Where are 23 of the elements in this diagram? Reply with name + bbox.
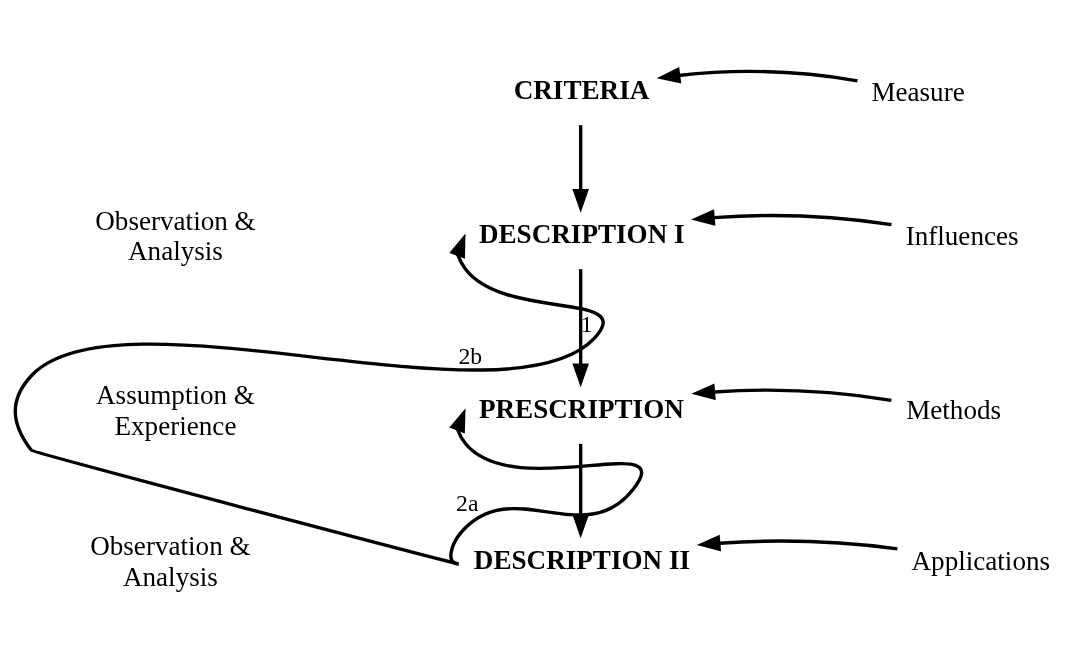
arrow	[449, 407, 643, 566]
arrow	[656, 66, 858, 83]
arrow	[13, 233, 603, 566]
node-text: DESCRIPTION I	[478, 218, 685, 249]
edge-label: 1	[580, 310, 593, 337]
arrow	[696, 534, 898, 551]
edge-label: 2b	[458, 342, 483, 369]
node-text: Measure	[871, 76, 965, 107]
node-text: Applications	[911, 545, 1051, 576]
arrow	[691, 208, 892, 226]
node-text: Influences	[905, 220, 1019, 251]
label: Observation & Analysis	[95, 205, 256, 266]
label: Assumption & Experience	[96, 379, 255, 441]
node-text: DESCRIPTION II	[473, 544, 691, 575]
edge-label: 2a	[456, 489, 479, 516]
arrow	[691, 383, 892, 402]
node-text: CRITERIA	[513, 74, 650, 105]
arrow	[572, 124, 589, 213]
node-text: Methods	[906, 394, 1002, 425]
arrow	[572, 268, 589, 387]
arrow	[572, 443, 589, 538]
label: Observation & Analysis	[90, 530, 251, 592]
node-text: PRESCRIPTION	[478, 393, 684, 424]
